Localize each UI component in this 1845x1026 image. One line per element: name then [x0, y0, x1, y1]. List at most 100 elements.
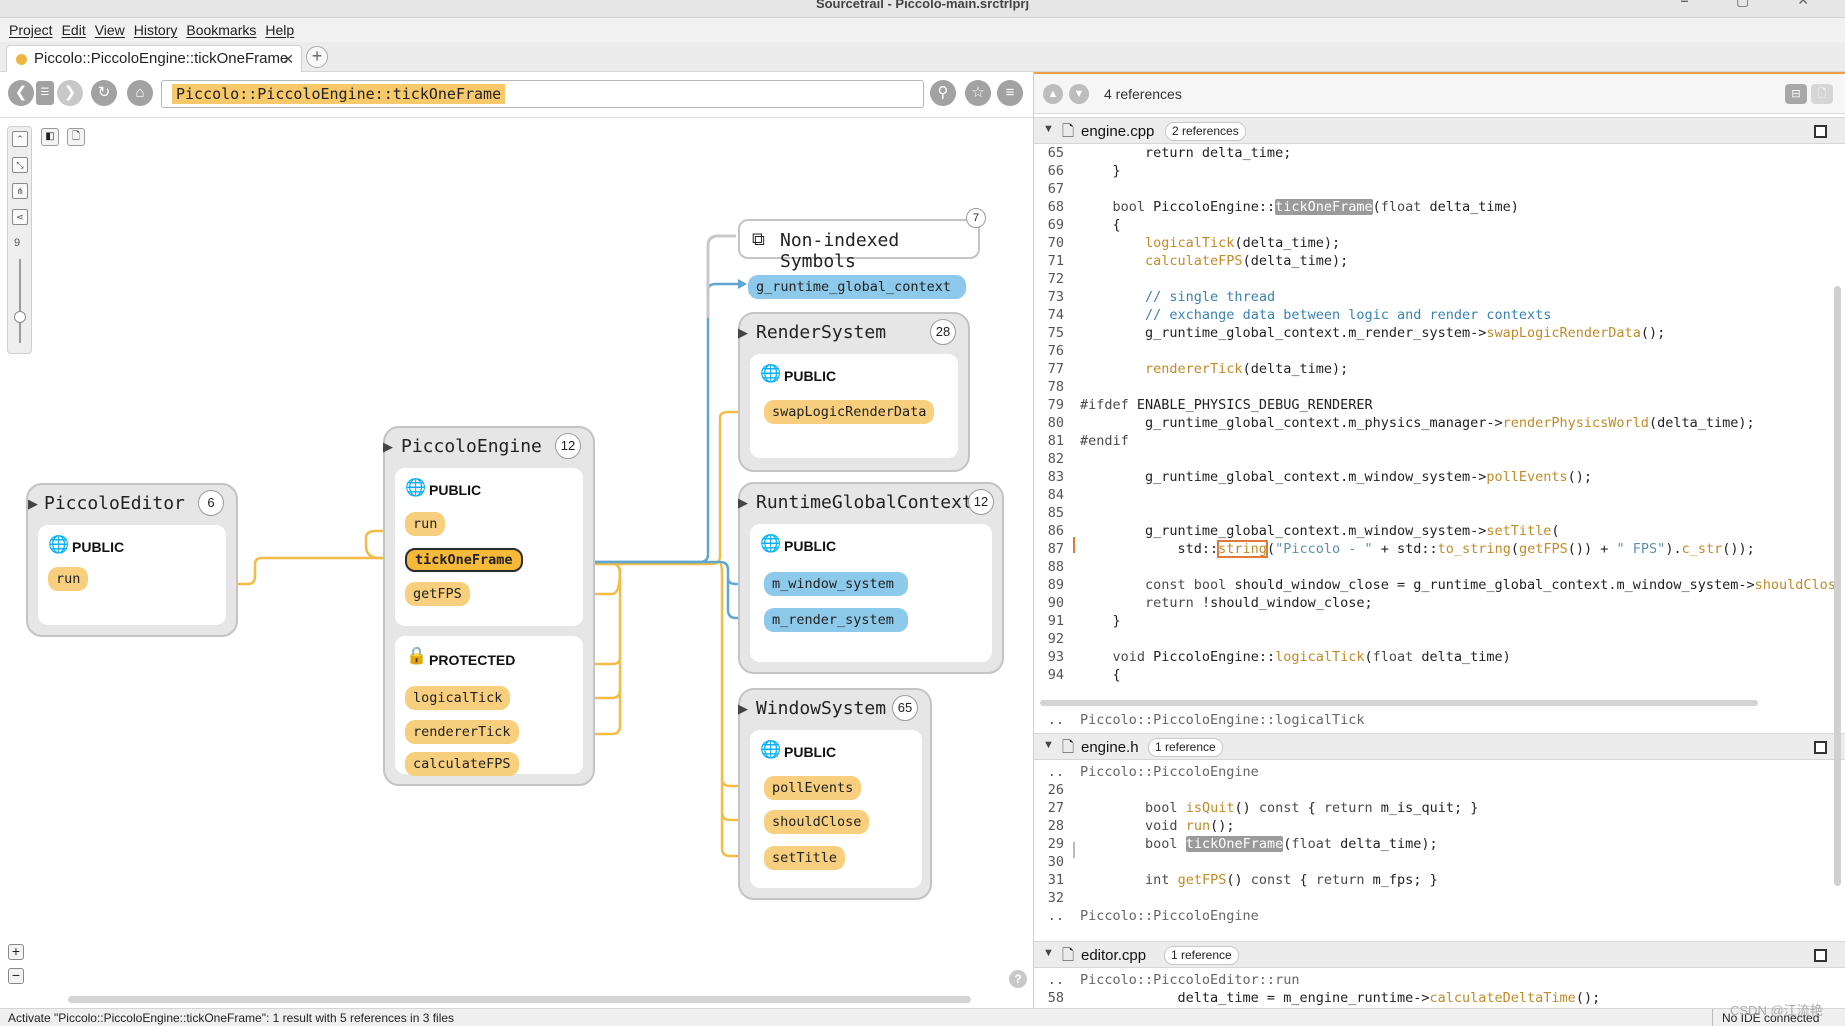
render-system-node[interactable]: ▶ RenderSystem 28 🌐 PUBLIC swapLogicRend…: [738, 312, 970, 472]
runtime-global-context-node[interactable]: ▶ RuntimeGlobalContext 12 🌐 PUBLIC m_win…: [738, 482, 1004, 674]
status-text: Activate "Piccolo::PiccoloEngine::tickOn…: [8, 1011, 455, 1025]
dots: ..: [1047, 908, 1064, 924]
expand-triangle-icon[interactable]: ▶: [738, 701, 748, 716]
render-system-body: 🌐 PUBLIC swapLogicRenderData: [750, 354, 958, 458]
title-bar: Sourcetrail - Piccolo-main.srctrlprj – ▢…: [0, 0, 1845, 18]
non-indexed-title: Non-indexed Symbols: [780, 230, 900, 272]
member-getfps[interactable]: getFPS: [405, 582, 470, 606]
search-icon[interactable]: ⚲: [930, 80, 956, 106]
code-horizontal-scrollbar[interactable]: [1040, 700, 1758, 706]
custom-trail-icon[interactable]: ⤡: [12, 157, 28, 173]
bookmark-star-icon[interactable]: ☆: [965, 80, 991, 106]
piccolo-engine-protected-body: 🔒 PROTECTED logicalTick rendererTick cal…: [395, 636, 583, 776]
edge-tickoneframe-to-settitle: [720, 812, 762, 858]
trail-graph-icon[interactable]: ⋔: [12, 183, 28, 199]
maximize-file-icon[interactable]: [1814, 741, 1827, 754]
home-icon[interactable]: ⌂: [127, 80, 153, 106]
file-ref-count: 2 references: [1165, 122, 1246, 141]
member-editor-run[interactable]: run: [48, 567, 89, 591]
status-divider: [1712, 1009, 1713, 1026]
dots: ..: [1047, 764, 1064, 780]
new-tab-button[interactable]: +: [306, 46, 328, 68]
help-icon[interactable]: ?: [1009, 970, 1027, 988]
file-header-editor-cpp[interactable]: ▼ 🗋 editor.cpp 1 reference: [1034, 941, 1845, 968]
expand-triangle-icon[interactable]: ▶: [28, 496, 38, 511]
export-graph-icon[interactable]: 🗋: [67, 128, 85, 146]
member-renderertick[interactable]: rendererTick: [405, 720, 519, 744]
collapse-file-icon[interactable]: ▼: [1043, 123, 1054, 135]
menu-help[interactable]: Help: [265, 22, 295, 38]
tab-close-icon[interactable]: ✕: [282, 51, 294, 67]
search-input[interactable]: Piccolo::PiccoloEngine::tickOneFrame: [161, 80, 924, 108]
graph-tool-strip: ⌃ ⤡ ⋔ ⋖ 9: [7, 126, 32, 354]
snippet-mode-icon[interactable]: ⊟: [1785, 84, 1807, 104]
collapse-file-icon[interactable]: ▼: [1043, 739, 1054, 751]
member-swaplogicrenderdata[interactable]: swapLogicRenderData: [764, 400, 935, 424]
file-icon: 🗋: [1062, 739, 1075, 756]
member-tickoneframe-selected[interactable]: tickOneFrame: [405, 548, 523, 572]
maximize-file-icon[interactable]: [1814, 949, 1827, 962]
previous-reference-icon[interactable]: ▲: [1043, 84, 1063, 104]
bookmarks-list-icon[interactable]: ≡: [997, 80, 1023, 106]
menu-project[interactable]: Project: [9, 22, 53, 38]
maximize-file-icon[interactable]: [1814, 125, 1827, 138]
menu-bar: Project Edit View History Bookmarks Help: [0, 18, 1845, 42]
window-system-node[interactable]: ▶ WindowSystem 65 🌐 PUBLIC pollEvents sh…: [738, 688, 932, 900]
member-settitle[interactable]: setTitle: [764, 846, 846, 870]
tab-bar: Piccolo::PiccoloEngine::tickOneFrame ✕: [0, 42, 1845, 73]
member-logicaltick[interactable]: logicalTick: [405, 686, 511, 710]
next-reference-icon[interactable]: ▼: [1069, 84, 1089, 104]
render-system-count: 28: [930, 319, 956, 345]
zoom-in-button[interactable]: +: [8, 944, 24, 960]
expand-triangle-icon[interactable]: ▶: [383, 439, 393, 454]
code-vertical-scrollbar[interactable]: [1834, 286, 1841, 886]
single-file-mode-icon[interactable]: 🗋: [1811, 84, 1833, 104]
piccolo-engine-title: PiccoloEngine: [401, 436, 542, 457]
lock-icon: 🔒: [406, 646, 428, 665]
member-engine-run[interactable]: run: [405, 512, 446, 536]
member-m-render-system[interactable]: m_render_system: [764, 608, 908, 632]
piccolo-editor-node[interactable]: ▶ PiccoloEditor 6 🌐 PUBLIC run: [26, 483, 238, 637]
collapse-file-icon[interactable]: ▼: [1043, 947, 1054, 959]
member-shouldclose[interactable]: shouldClose: [764, 810, 870, 834]
zoom-slider-track[interactable]: [19, 259, 21, 343]
forward-arrow-icon[interactable]: ❯: [57, 80, 83, 106]
engine-cpp-footer-context[interactable]: ..Piccolo::PiccoloEngine::logicalTick: [1034, 711, 1365, 729]
file-header-engine-h[interactable]: ▼ 🗋 engine.h 1 reference: [1034, 733, 1845, 760]
non-indexed-symbols-node[interactable]: ⧉ Non-indexed Symbols: [738, 219, 980, 272]
member-m-window-system[interactable]: m_window_system: [764, 572, 908, 596]
runtime-global-context-body: 🌐 PUBLIC m_window_system m_render_system: [750, 524, 992, 662]
window-controls[interactable]: – ▢ ✕: [1680, 0, 1831, 8]
public-label: PUBLIC: [784, 368, 837, 384]
tab-tickoneframe[interactable]: Piccolo::PiccoloEngine::tickOneFrame ✕: [6, 45, 302, 73]
code-panel-header: ▲ ▼ 4 references ⊟ 🗋: [1034, 72, 1845, 114]
expand-triangle-icon[interactable]: ▶: [738, 325, 748, 340]
menu-history[interactable]: History: [133, 22, 178, 38]
back-arrow-icon[interactable]: ❮: [8, 80, 34, 106]
share-graph-icon[interactable]: ⋖: [12, 209, 28, 225]
history-list-icon[interactable]: ☰: [36, 81, 54, 105]
expand-triangle-icon[interactable]: ▶: [738, 495, 748, 510]
file-ref-count: 1 reference: [1148, 738, 1223, 757]
member-calculatefps[interactable]: calculateFPS: [405, 752, 519, 776]
zoom-out-button[interactable]: −: [8, 968, 24, 984]
menu-view[interactable]: View: [94, 22, 125, 38]
menu-edit[interactable]: Edit: [61, 22, 86, 38]
window-system-body: 🌐 PUBLIC pollEvents shouldClose setTitle: [750, 730, 922, 888]
menu-bookmarks[interactable]: Bookmarks: [186, 22, 257, 38]
zoom-slider-handle[interactable]: [14, 311, 26, 323]
refresh-icon[interactable]: ↻: [91, 80, 117, 106]
expand-graph-icon[interactable]: ◧: [41, 128, 59, 146]
graph-horizontal-scrollbar[interactable]: [68, 996, 971, 1003]
arrowhead-global-context: [738, 279, 747, 289]
file-icon: 🗋: [1062, 123, 1075, 140]
member-pollevents[interactable]: pollEvents: [764, 776, 862, 800]
non-indexed-count: 7: [966, 208, 986, 228]
member-g-runtime-global-context[interactable]: g_runtime_global_context: [748, 275, 966, 299]
edge-tickoneframe-to-calculatefps: [522, 690, 622, 736]
collapse-icon[interactable]: ⌃: [12, 131, 28, 147]
symbols-icon: ⧉: [752, 229, 765, 249]
graph-view[interactable]: ⧉ Non-indexed Symbols 7 g_runtime_global…: [0, 118, 1033, 1008]
piccolo-engine-node[interactable]: ▶ PiccoloEngine 12 🌐 PUBLIC run tickOneF…: [383, 426, 595, 786]
file-header-engine-cpp[interactable]: ▼ 🗋 engine.cpp 2 references: [1034, 117, 1845, 144]
